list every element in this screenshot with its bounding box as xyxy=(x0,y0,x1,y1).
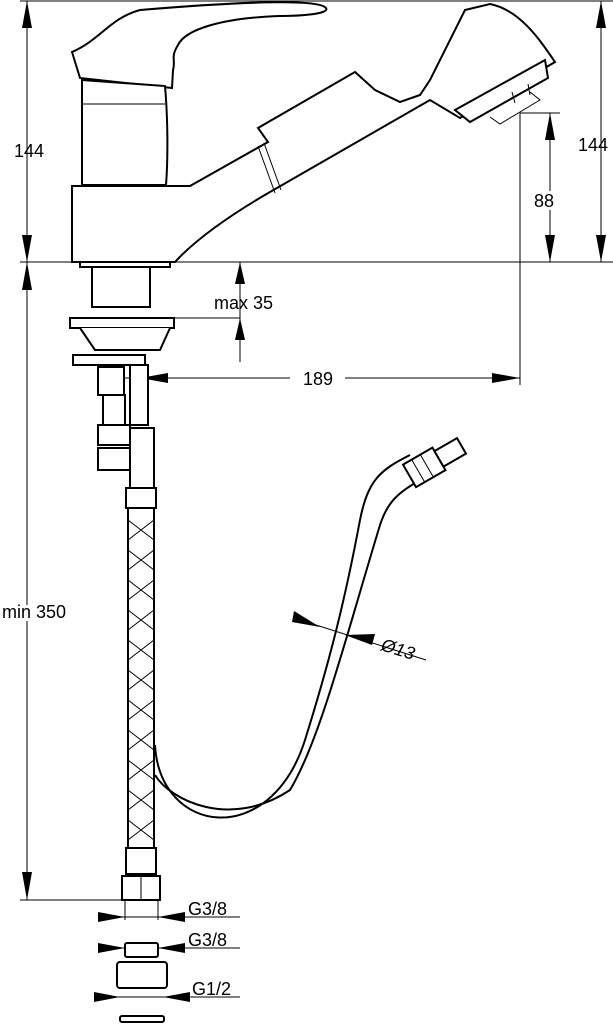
thread-adapter-top-label: G3/8 xyxy=(188,930,227,950)
thread-hose-label: G3/8 xyxy=(188,899,227,919)
hose-length-label: min 350 xyxy=(2,602,66,622)
pull-out-hose xyxy=(154,436,468,819)
thread-adapter-bottom-label: G1/2 xyxy=(192,979,231,999)
mounting-kit xyxy=(69,266,175,509)
spout-height-label: 88 xyxy=(534,191,554,211)
hose-diameter-label: Ø13 xyxy=(378,634,417,663)
height-label-right: 144 xyxy=(578,135,608,155)
dimension-lines xyxy=(20,0,613,1002)
thread-adapters xyxy=(116,942,168,1023)
reach-label: 189 xyxy=(303,369,333,389)
height-label-left: 144 xyxy=(14,141,44,161)
braided-hose xyxy=(121,507,161,920)
faucet-body xyxy=(70,1,557,268)
deck-thickness-label: max 35 xyxy=(214,293,273,313)
